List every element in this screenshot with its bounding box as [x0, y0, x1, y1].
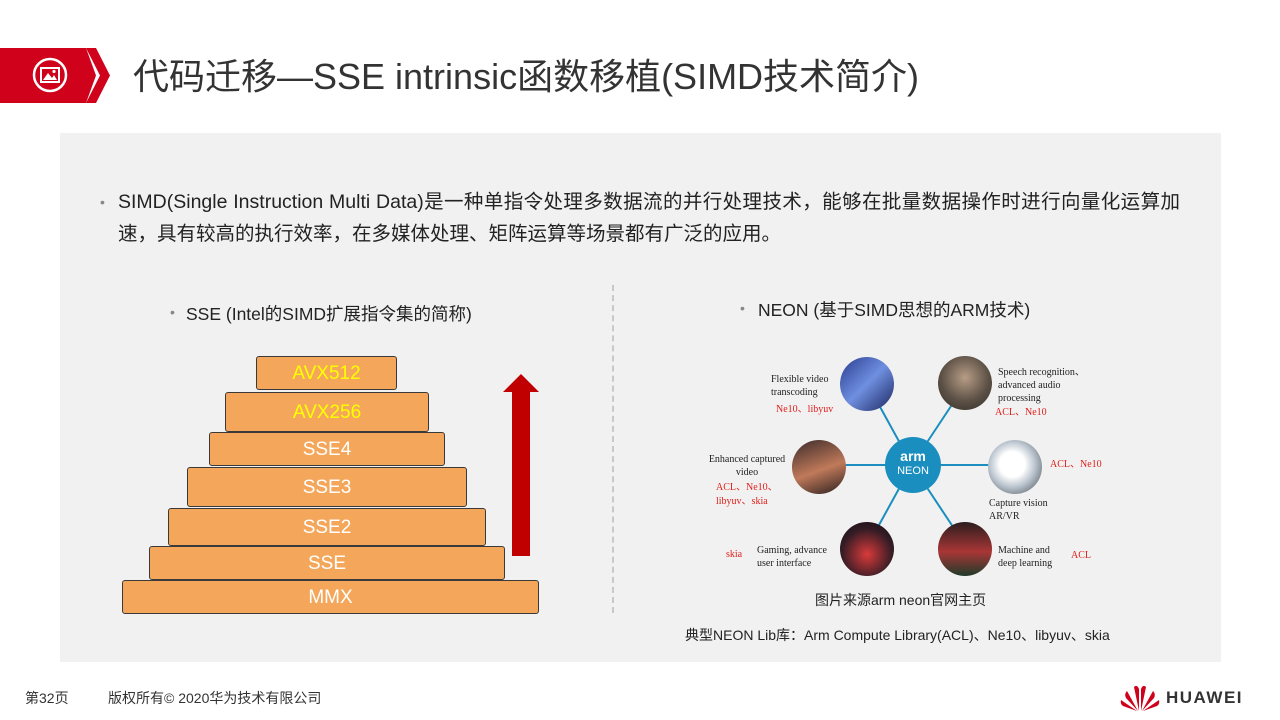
node-libs-video-transcoding: Ne10、libyuv [776, 404, 834, 415]
node-label-video-transcoding: Flexible video transcoding [771, 374, 829, 398]
vision-ar-vr-image [988, 440, 1042, 494]
intro-text: SIMD(Single Instruction Multi Data)是一种单指… [118, 191, 1180, 245]
huawei-wordmark: HUAWEI [1166, 688, 1243, 707]
node-label-gaming-ui: Gaming, advance user interface [757, 545, 827, 569]
huawei-logo-icon [1120, 685, 1160, 711]
neon-heading: NEON (基于SIMD思想的ARM技术) [758, 300, 1031, 320]
speech-recognition-image [938, 356, 992, 410]
copyright-text: 版权所有© 2020华为技术有限公司 [108, 690, 322, 706]
image-source-caption: 图片来源arm neon官网主页 [815, 592, 987, 608]
gaming-ui-image [840, 522, 894, 576]
sse-bullet: • [170, 304, 175, 320]
image-icon [32, 57, 68, 93]
up-arrow-icon [503, 374, 539, 556]
pyramid-layer-sse4: SSE4 [209, 432, 445, 466]
page-title: 代码迁移—SSE intrinsic函数移植(SIMD技术简介) [133, 56, 920, 97]
captured-video-image [792, 440, 846, 494]
node-libs-vision-ar-vr: ACL、Ne10 [1050, 459, 1102, 470]
node-label-captured-video: Enhanced captured video [708, 454, 786, 478]
node-label-speech-recognition: Speech recognition、advanced audio proces… [998, 367, 1085, 404]
video-transcoding-image [840, 357, 894, 411]
pyramid-layer-mmx: MMX [122, 580, 539, 614]
pyramid-layer-sse3: SSE3 [187, 467, 467, 507]
pyramid-layer-avx512: AVX512 [256, 356, 397, 390]
node-label-vision-ar-vr: Capture vision AR/VR [989, 498, 1048, 522]
hub-arm-text: arm [900, 448, 926, 464]
page-number: 第32页 [25, 690, 69, 706]
arm-neon-hub: arm NEON [885, 437, 941, 493]
pyramid-layer-sse2: SSE2 [168, 508, 486, 546]
header-chevron [86, 48, 110, 103]
sse-heading: SSE (Intel的SIMD扩展指令集的简称) [186, 304, 472, 324]
intro-bullet: • [100, 194, 105, 210]
pyramid-layer-avx256: AVX256 [225, 392, 429, 432]
neon-bullet: • [740, 300, 745, 316]
hub-neon-text: NEON [897, 465, 929, 477]
pyramid-layer-sse: SSE [149, 546, 505, 580]
neon-lib-caption: 典型NEON Lib库：Arm Compute Library(ACL)、Ne1… [685, 627, 1110, 643]
node-libs-captured-video: ACL、Ne10、libyuv、skia [716, 482, 778, 507]
node-libs-machine-learning: ACL [1071, 550, 1091, 561]
node-libs-speech-recognition: ACL、Ne10 [995, 407, 1047, 418]
node-libs-gaming-ui: skia [726, 549, 743, 560]
section-divider [612, 285, 614, 613]
machine-learning-image [938, 522, 992, 576]
node-label-machine-learning: Machine and deep learning [998, 545, 1053, 569]
